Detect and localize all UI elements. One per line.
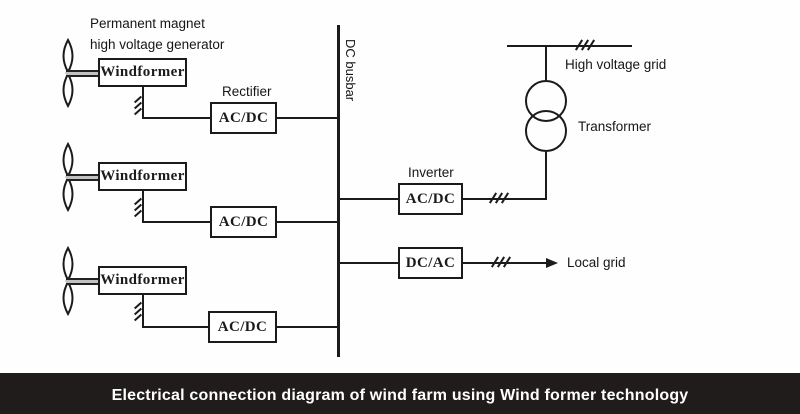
caption-bar: Electrical connection diagram of wind fa… [0, 373, 800, 414]
dc-busbar-label: DC busbar [343, 39, 358, 102]
rectifier-box-1: AC/DC [210, 102, 277, 134]
phase-marks [133, 95, 143, 115]
phase-marks [574, 39, 596, 51]
turbine-shaft [66, 70, 98, 77]
local-grid-label: Local grid [567, 255, 626, 270]
acdc-label: AC/DC [217, 318, 268, 335]
wire [142, 117, 210, 119]
windformer-box-2: Windformer [98, 162, 187, 191]
rectifier-box-2: AC/DC [210, 206, 277, 238]
wire [277, 221, 338, 223]
dcac-label: DC/AC [405, 254, 456, 271]
inverter-box: AC/DC [398, 183, 463, 215]
wire [545, 46, 547, 81]
generator-note-line1: Permanent magnet [90, 16, 205, 31]
wire [142, 295, 144, 328]
caption-text: Electrical connection diagram of wind fa… [111, 387, 689, 404]
phase-marks [490, 256, 512, 268]
windformer-box-1: Windformer [98, 58, 187, 87]
generator-note-line2: high voltage generator [90, 37, 225, 52]
windformer-label: Windformer [100, 272, 185, 288]
windformer-box-3: Windformer [98, 266, 187, 295]
acdc-label: AC/DC [405, 190, 456, 207]
wire [277, 117, 338, 119]
wire [545, 152, 547, 200]
windformer-label: Windformer [100, 168, 185, 184]
wire [142, 326, 208, 328]
dc-busbar-line [337, 25, 340, 357]
wire [338, 198, 398, 200]
arrow-right-icon [546, 258, 558, 268]
rectifier-box-3: AC/DC [208, 311, 277, 343]
transformer-winding-bottom [525, 110, 567, 152]
phase-marks [133, 301, 143, 321]
acdc-label: AC/DC [218, 213, 269, 230]
wire [338, 262, 398, 264]
wire [142, 221, 210, 223]
phase-marks [488, 192, 510, 204]
wire [142, 191, 144, 222]
windformer-label: Windformer [100, 64, 185, 80]
rectifier-label: Rectifier [222, 84, 272, 99]
hv-grid-line [507, 45, 632, 47]
transformer-label: Transformer [578, 119, 652, 134]
high-voltage-grid-label: High voltage grid [565, 57, 667, 72]
phase-marks [133, 197, 143, 217]
generator-note: Permanent magnet high voltage generator [90, 13, 224, 55]
wire [142, 87, 144, 119]
acdc-label: AC/DC [218, 109, 269, 126]
inverter-label: Inverter [408, 165, 454, 180]
dcac-box: DC/AC [398, 247, 463, 279]
turbine-shaft [66, 174, 98, 181]
turbine-shaft [66, 278, 98, 285]
wire [277, 326, 338, 328]
